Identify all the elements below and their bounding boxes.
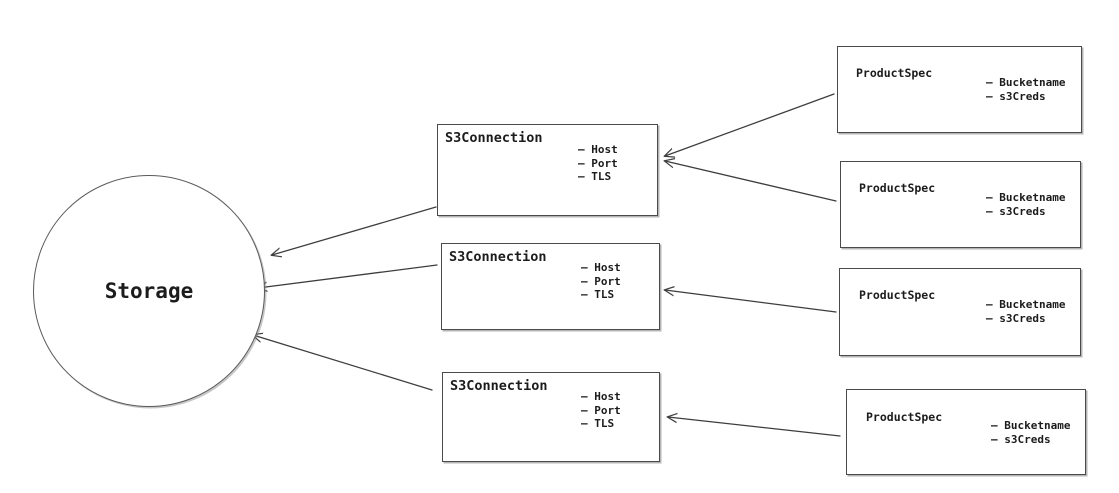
s3connection-attrs-1: – Host – Port – TLS — [578, 143, 618, 184]
s3connection-node-3[interactable] — [442, 372, 660, 462]
productspec-node-3[interactable] — [839, 268, 1081, 356]
attr-tls: – TLS — [578, 170, 612, 183]
productspec-title-3: ProductSpec — [859, 288, 936, 302]
edge-conn3-to-storage — [253, 335, 433, 391]
s3connection-title-2: S3Connection — [449, 249, 547, 265]
attr-s3creds: – s3Creds — [991, 432, 1051, 446]
attr-bucketname: – Bucketname — [986, 298, 1066, 311]
s3connection-attrs-3: – Host – Port – TLS — [581, 390, 621, 431]
s3connection-node-1[interactable] — [437, 124, 658, 216]
edge-conn2-to-storage — [258, 264, 438, 288]
attr-s3creds: – s3Creds — [986, 204, 1046, 218]
attr-port: – Port — [581, 274, 621, 288]
attr-bucketname: – Bucketname — [986, 76, 1066, 89]
attr-host: – Host — [581, 390, 621, 403]
attr-bucketname: – Bucketname — [986, 191, 1066, 204]
attr-s3creds: – s3Creds — [986, 311, 1046, 325]
attr-port: – Port — [578, 156, 618, 170]
attr-tls: – TLS — [581, 417, 615, 430]
attr-host: – Host — [581, 261, 621, 274]
productspec-attrs-4: – Bucketname – s3Creds — [991, 419, 1070, 446]
attr-s3creds: – s3Creds — [986, 89, 1046, 103]
edge-spec1-to-conn1 — [665, 93, 835, 156]
storage-label: Storage — [104, 279, 194, 303]
productspec-node-4[interactable] — [846, 389, 1086, 475]
productspec-attrs-3: – Bucketname – s3Creds — [986, 298, 1065, 325]
storage-node[interactable] — [33, 175, 265, 407]
s3connection-title-1: S3Connection — [445, 130, 543, 146]
edge-conn1-to-storage — [272, 206, 437, 255]
productspec-node-1[interactable] — [837, 46, 1082, 133]
edge-spec2-to-conn1 — [665, 161, 837, 202]
attr-tls: – TLS — [581, 288, 615, 301]
productspec-node-2[interactable] — [840, 161, 1081, 248]
s3connection-title-3: S3Connection — [450, 378, 548, 394]
s3connection-node-2[interactable] — [441, 243, 660, 330]
productspec-attrs-1: – Bucketname – s3Creds — [986, 76, 1065, 103]
attr-host: – Host — [578, 143, 618, 156]
productspec-attrs-2: – Bucketname – s3Creds — [986, 191, 1065, 218]
productspec-title-4: ProductSpec — [866, 410, 943, 424]
s3connection-attrs-2: – Host – Port – TLS — [581, 261, 621, 302]
edge-spec3-to-conn2 — [665, 290, 837, 313]
productspec-title-2: ProductSpec — [859, 181, 936, 195]
productspec-title-1: ProductSpec — [856, 66, 933, 80]
edge-spec4-to-conn3 — [668, 417, 841, 437]
attr-port: – Port — [581, 403, 621, 417]
attr-bucketname: – Bucketname — [991, 419, 1071, 432]
